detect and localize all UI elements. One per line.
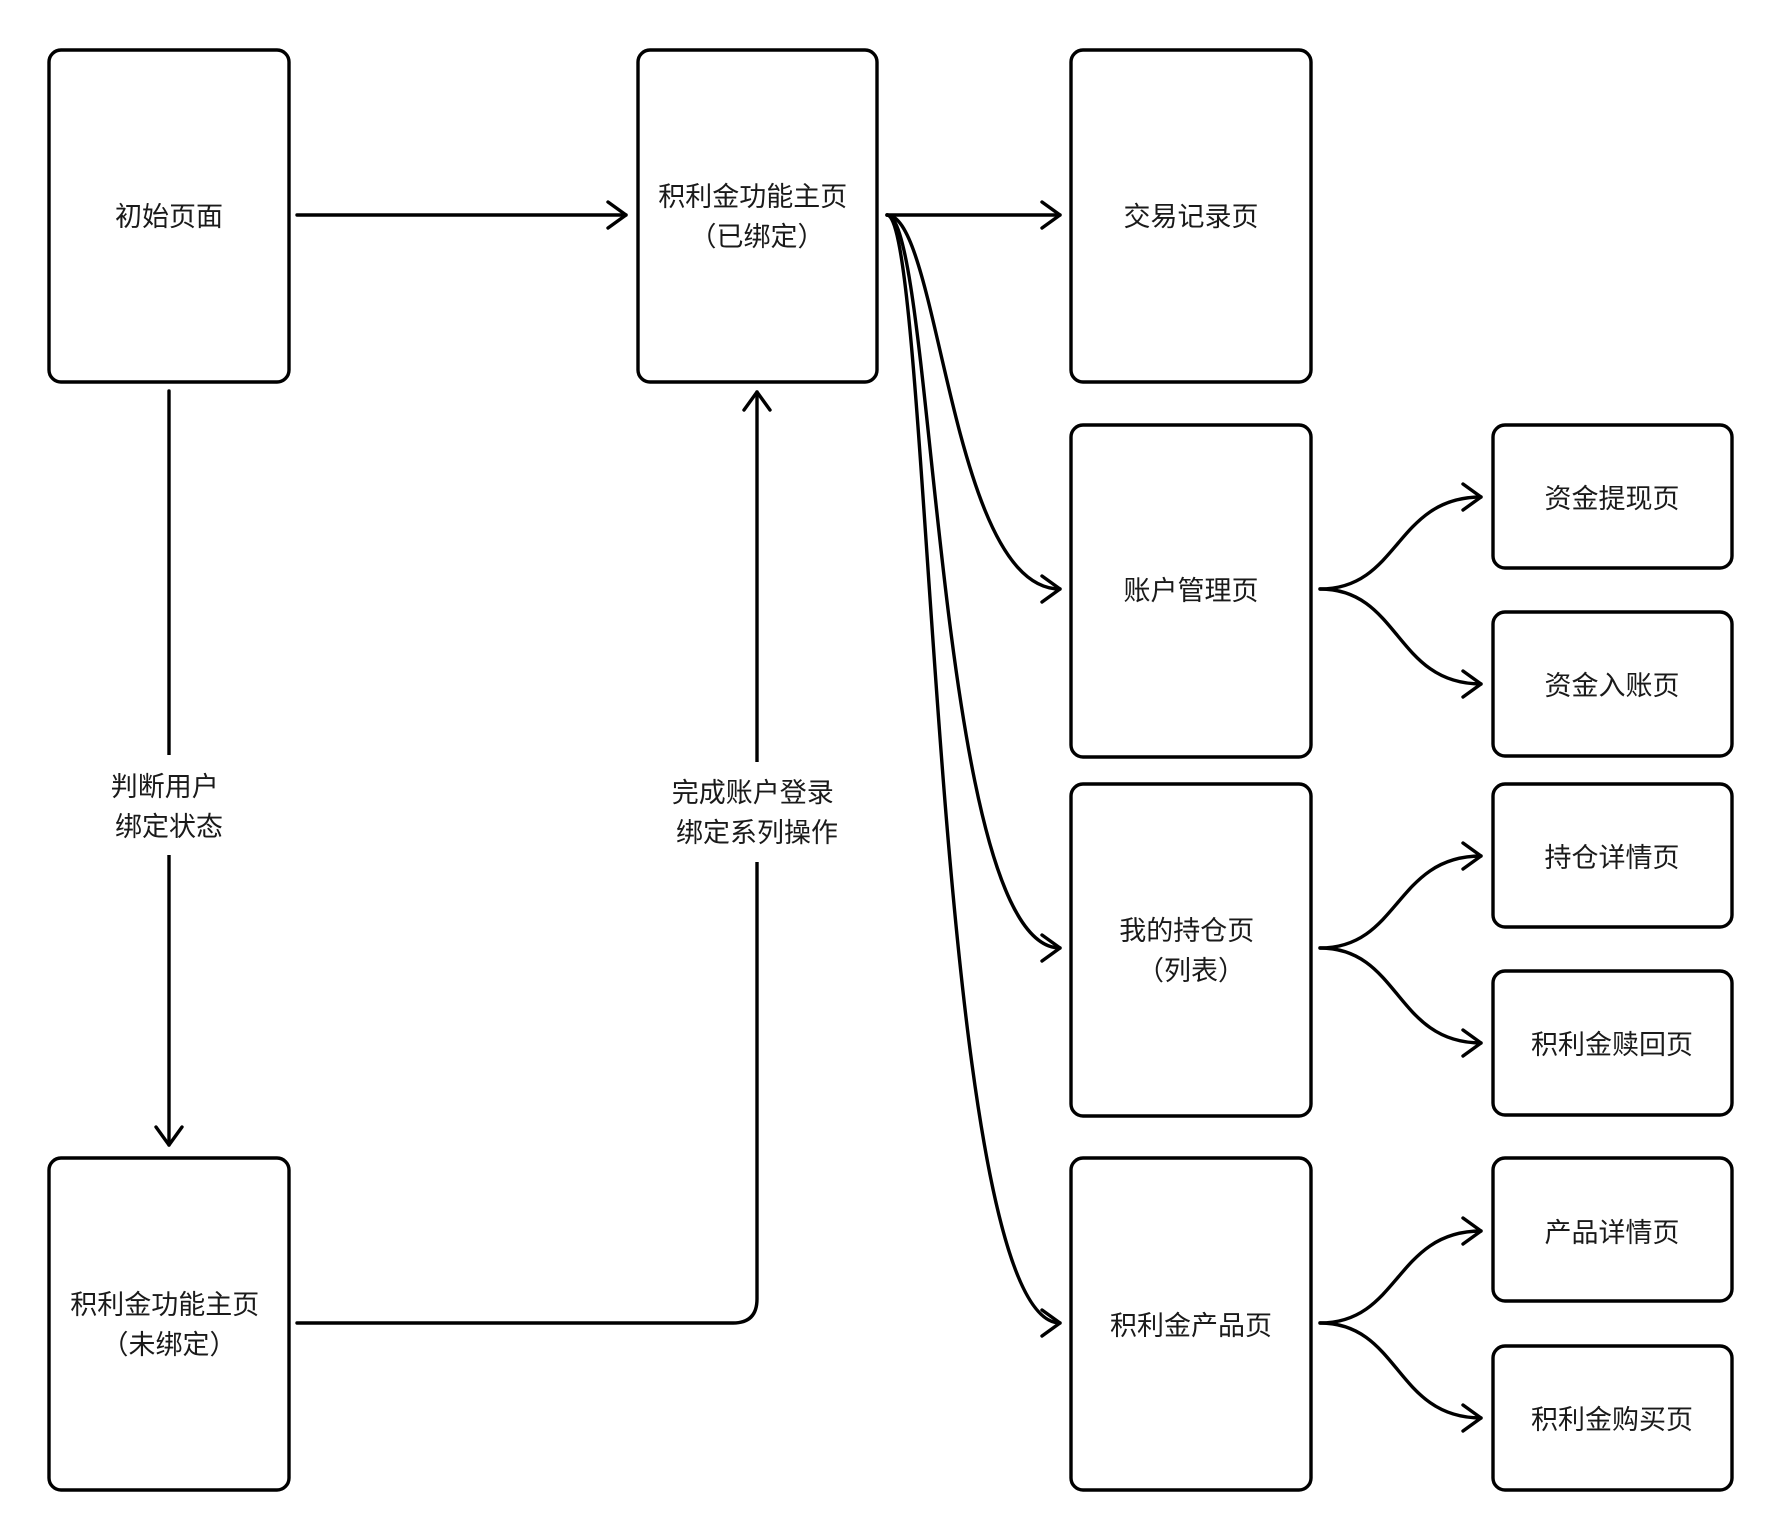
svg-text:交易记录页: 交易记录页 [1124, 202, 1259, 233]
node-transactions[interactable]: 交易记录页 [1069, 48, 1313, 384]
edge-label-complete-binding-line2: 绑定系列操作 [676, 818, 838, 849]
edge-account-to-deposit [1318, 587, 1483, 699]
node-initial-page-label: 初始页面 [115, 202, 223, 233]
svg-text:积利金产品页: 积利金产品页 [1110, 1311, 1272, 1342]
node-home-unbound-line1: 积利金功能主页 [70, 1290, 259, 1321]
node-redeem-label: 积利金赎回页 [1531, 1030, 1693, 1061]
edge-home-bound-to-holdings [885, 213, 1062, 963]
svg-text:判断用户 绑定状态: 判断用户 绑定状态 [111, 772, 228, 843]
node-purchase-label: 积利金购买页 [1531, 1405, 1693, 1436]
edge-products-to-product-detail [1318, 1216, 1483, 1325]
node-initial-page[interactable]: 初始页面 [47, 48, 291, 384]
node-products[interactable]: 积利金产品页 [1069, 1156, 1313, 1492]
node-products-label: 积利金产品页 [1110, 1311, 1272, 1342]
edge-home-bound-to-account [885, 213, 1062, 604]
svg-text:积利金购买页: 积利金购买页 [1531, 1405, 1693, 1436]
svg-text:积利金功能主页 （已绑定）: 积利金功能主页 （已绑定） [658, 182, 856, 253]
edge-label-complete-binding-line1: 完成账户登录 [672, 778, 834, 809]
edge-label-complete-binding: 完成账户登录 绑定系列操作 [665, 762, 849, 862]
node-withdraw[interactable]: 资金提现页 [1491, 423, 1734, 570]
node-home-unbound-line2: （未绑定） [102, 1330, 237, 1361]
node-home-bound-line2: （已绑定） [690, 222, 825, 253]
svg-text:我的持仓页 （列表）: 我的持仓页 （列表） [1119, 916, 1263, 987]
node-redeem[interactable]: 积利金赎回页 [1491, 969, 1734, 1117]
node-withdraw-label: 资金提现页 [1545, 484, 1680, 515]
edge-products-to-purchase [1318, 1321, 1483, 1433]
edge-home-bound-to-products [885, 213, 1062, 1338]
svg-text:积利金赎回页: 积利金赎回页 [1531, 1030, 1693, 1061]
svg-text:账户管理页: 账户管理页 [1124, 576, 1259, 607]
edge-account-to-withdraw [1318, 482, 1483, 591]
node-holdings-line1: 我的持仓页 [1119, 916, 1254, 947]
node-holding-detail-label: 持仓详情页 [1545, 843, 1680, 874]
node-product-detail-label: 产品详情页 [1545, 1218, 1680, 1249]
node-product-detail[interactable]: 产品详情页 [1491, 1156, 1734, 1303]
node-holdings-line2: （列表） [1137, 956, 1245, 987]
node-deposit[interactable]: 资金入账页 [1491, 610, 1734, 758]
edge-holdings-to-holding-detail [1318, 841, 1483, 950]
svg-text:完成账户登录 绑定系列操作: 完成账户登录 绑定系列操作 [672, 778, 843, 849]
node-home-unbound[interactable]: 积利金功能主页 （未绑定） [47, 1156, 291, 1492]
svg-text:资金入账页: 资金入账页 [1545, 671, 1680, 702]
svg-text:初始页面: 初始页面 [115, 202, 223, 233]
edge-label-check-binding-line1: 判断用户 [111, 772, 219, 803]
svg-text:产品详情页: 产品详情页 [1545, 1218, 1680, 1249]
node-holdings[interactable]: 我的持仓页 （列表） [1069, 782, 1313, 1118]
node-account-label: 账户管理页 [1124, 576, 1259, 607]
edge-label-check-binding: 判断用户 绑定状态 [100, 755, 240, 855]
node-deposit-label: 资金入账页 [1545, 671, 1680, 702]
edge-label-check-binding-line2: 绑定状态 [115, 812, 223, 843]
svg-text:资金提现页: 资金提现页 [1545, 484, 1680, 515]
node-holding-detail[interactable]: 持仓详情页 [1491, 782, 1734, 929]
edge-home-unbound-to-home-bound [295, 390, 772, 1325]
svg-text:持仓详情页: 持仓详情页 [1545, 843, 1680, 874]
edge-holdings-to-redeem [1318, 946, 1483, 1058]
node-home-bound[interactable]: 积利金功能主页 （已绑定） [636, 48, 879, 384]
node-transactions-label: 交易记录页 [1124, 202, 1259, 233]
svg-text:积利金功能主页 （未绑定）: 积利金功能主页 （未绑定） [70, 1290, 268, 1361]
node-account[interactable]: 账户管理页 [1069, 423, 1313, 759]
node-home-bound-line1: 积利金功能主页 [658, 182, 847, 213]
node-purchase[interactable]: 积利金购买页 [1491, 1344, 1734, 1492]
